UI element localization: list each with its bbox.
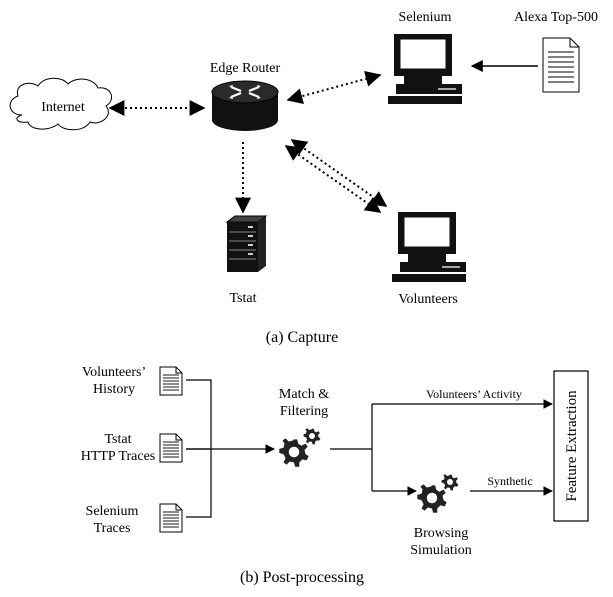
browsing-simulation-line1: Browsing <box>414 526 468 541</box>
tstat-label: Tstat <box>229 291 256 306</box>
source-volunteers-history-line2: History <box>93 382 135 397</box>
source-tstat-traces-line2: HTTP Traces <box>81 449 156 464</box>
match-filtering-line1: Match & <box>279 387 329 402</box>
gears-icon <box>417 474 459 513</box>
server-icon <box>225 215 268 272</box>
gears-icon <box>279 428 321 467</box>
feature-extraction-box <box>553 370 589 522</box>
document-icon <box>159 366 183 396</box>
edge-label-synthetic: Synthetic <box>487 474 532 488</box>
caption-post-processing: (b) Post-processing <box>240 569 364 586</box>
internet-label: Internet <box>41 100 85 115</box>
router-icon <box>211 80 279 131</box>
source-selenium-traces-line2: Traces <box>94 521 131 536</box>
document-icon <box>159 433 183 463</box>
link-router-selenium <box>286 71 382 104</box>
source-selenium-traces-line1: Selenium <box>86 504 139 519</box>
match-filtering-line2: Filtering <box>280 404 328 419</box>
volunteers-label: Volunteers <box>398 292 458 307</box>
source-volunteers-history-line1: Volunteers’ <box>82 365 146 380</box>
edge-router-label: Edge Router <box>210 61 281 76</box>
computer-icon <box>387 33 463 105</box>
link-router-volunteers-a <box>284 145 382 213</box>
computer-icon <box>391 211 467 283</box>
alexa-label: Alexa Top-500 <box>514 10 598 25</box>
edge-label-volunteers-activity: Volunteers’ Activity <box>426 387 522 401</box>
document-icon <box>159 503 183 533</box>
browsing-simulation-line2: Simulation <box>410 543 471 558</box>
split-connector <box>330 404 373 491</box>
selenium-label: Selenium <box>399 10 452 25</box>
caption-capture: (a) Capture <box>266 329 338 346</box>
cloud-icon <box>9 77 113 131</box>
source-tstat-traces-line1: Tstat <box>104 432 131 447</box>
feature-extraction-label: Feature Extraction <box>564 390 580 502</box>
link-router-volunteers-b <box>290 139 388 207</box>
document-icon <box>542 37 580 93</box>
